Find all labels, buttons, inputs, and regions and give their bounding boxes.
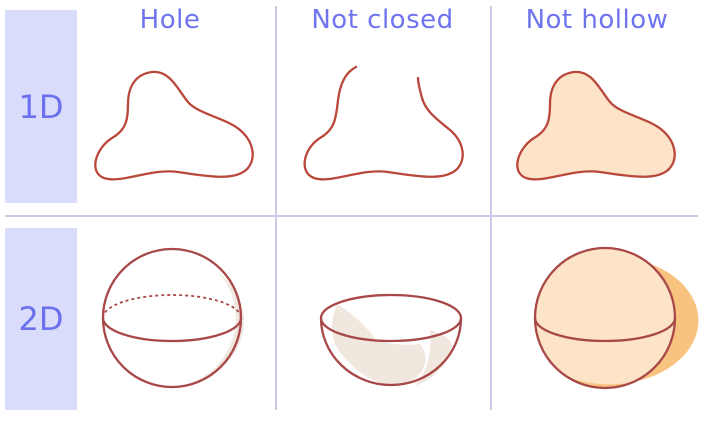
column-header-not-hollow: Not hollow <box>525 5 669 35</box>
open-curve <box>303 65 464 181</box>
open-hemisphere-bowl <box>319 293 463 387</box>
filled-region <box>516 70 676 181</box>
closed-curve-outline <box>94 70 254 181</box>
row-header-2d: 2D <box>5 228 77 410</box>
row-header-1d: 1D <box>5 10 77 203</box>
hollow-sphere <box>101 247 245 389</box>
solid-ball <box>533 246 699 390</box>
column-header-hole: Hole <box>139 5 201 35</box>
column-header-not-closed: Not closed <box>311 5 454 35</box>
